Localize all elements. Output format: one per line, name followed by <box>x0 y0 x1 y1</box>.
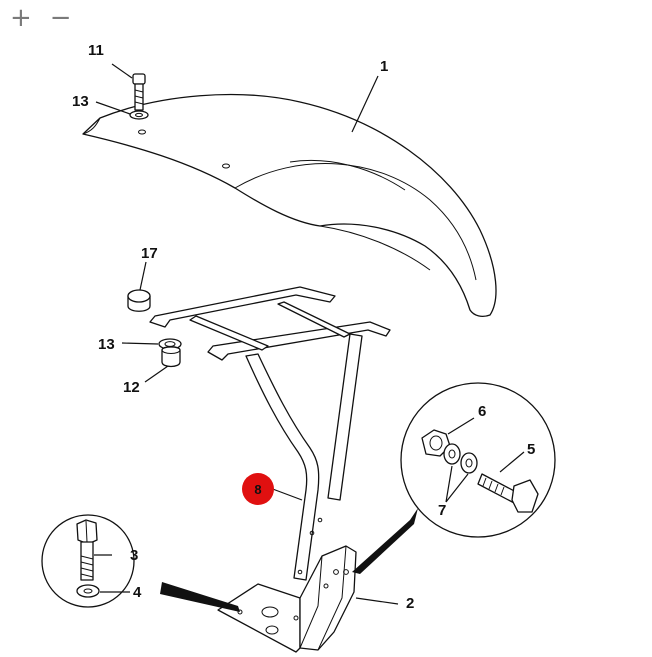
callout-12: 12 <box>123 379 140 396</box>
top-washer-part[interactable] <box>129 110 149 120</box>
callout-7: 7 <box>438 502 446 519</box>
callout-13-top: 13 <box>72 93 89 110</box>
top-bolt-part[interactable] <box>132 73 146 111</box>
support-bracket-part[interactable] <box>149 286 391 581</box>
callout-8: 8 <box>254 482 261 497</box>
leader-lines <box>94 63 525 605</box>
callout-3: 3 <box>130 547 138 564</box>
detail-view-left <box>41 514 240 612</box>
bushing-part[interactable] <box>158 338 182 368</box>
cap-part[interactable] <box>127 289 151 312</box>
callout-1: 1 <box>380 58 388 75</box>
callout-13-bushing: 13 <box>98 336 115 353</box>
base-bracket-part[interactable] <box>217 545 357 653</box>
callout-8-highlight[interactable]: 8 <box>242 473 274 505</box>
zoom-out-button[interactable]: − <box>49 3 72 33</box>
callout-17: 17 <box>141 245 158 262</box>
callout-6: 6 <box>478 403 486 420</box>
callout-labels: 1 11 13 17 13 12 6 5 7 3 4 2 <box>72 42 535 612</box>
callout-11: 11 <box>88 42 104 59</box>
detail-view-right <box>352 382 556 574</box>
callout-2: 2 <box>406 595 414 612</box>
fender-part[interactable] <box>82 93 497 317</box>
callout-4: 4 <box>133 584 142 601</box>
callout-5: 5 <box>527 441 535 458</box>
zoom-in-button[interactable]: + <box>10 3 32 33</box>
zoom-controls: + − <box>8 4 74 32</box>
